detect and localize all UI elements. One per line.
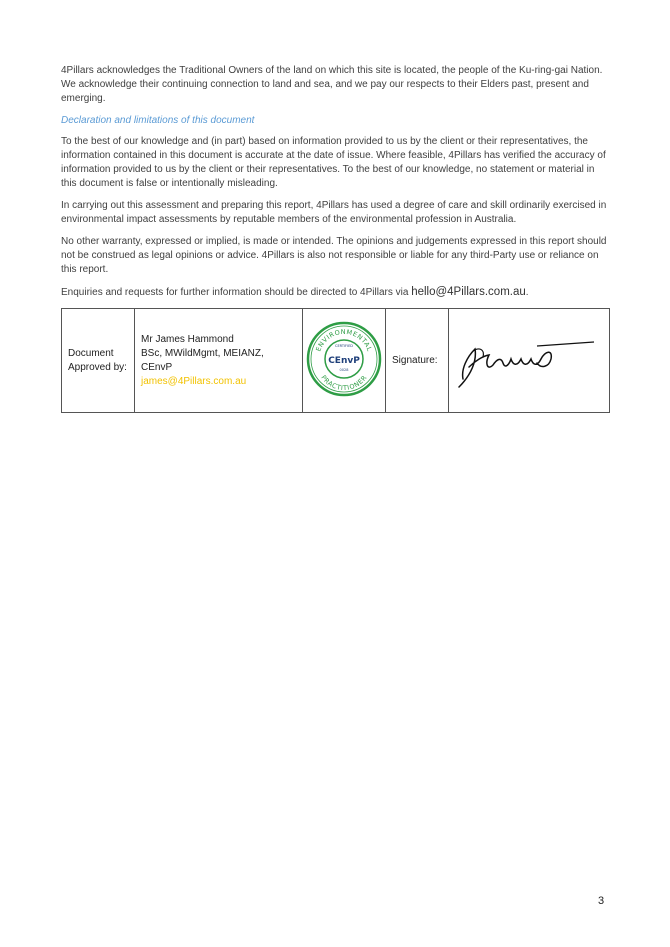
approved-by-label: Document Approved by: xyxy=(61,308,135,413)
enquiries-text: Enquiries and requests for further infor… xyxy=(61,287,412,298)
handwritten-signature xyxy=(458,341,595,388)
declaration-paragraph: To the best of our knowledge and (in par… xyxy=(61,136,606,189)
care-paragraph: In carrying out this assessment and prep… xyxy=(61,200,607,225)
enquiries-email-link[interactable]: hello@4Pillars.com.au xyxy=(411,286,526,298)
seal-ring-left: CERTIFIED xyxy=(335,344,353,348)
seal-number: 0028 xyxy=(340,368,349,372)
enquiries-paragraph: Enquiries and requests for further infor… xyxy=(61,285,610,300)
cenvp-seal-cell: ENVIRONMENTAL PRACTITIONER CERTIFIED CEn… xyxy=(302,308,386,413)
signature-cell xyxy=(448,308,610,413)
approver-email-link[interactable]: james@4Pillars.com.au xyxy=(141,375,247,387)
approver-details: Mr James Hammond BSc, MWildMgmt, MEIANZ,… xyxy=(134,308,303,413)
approver-credentials: BSc, MWildMgmt, MEIANZ, CEnvP xyxy=(141,347,264,373)
declaration-heading: Declaration and limitations of this docu… xyxy=(61,115,255,126)
seal-center: CEnvP xyxy=(328,356,360,366)
warranty-paragraph: No other warranty, expressed or implied,… xyxy=(61,236,607,275)
enquiries-suffix: . xyxy=(525,287,529,298)
document-body: 4Pillars acknowledges the Traditional Ow… xyxy=(61,64,610,308)
cenvp-seal-icon: ENVIRONMENTAL PRACTITIONER CERTIFIED CEn… xyxy=(306,321,382,397)
approver-name: Mr James Hammond xyxy=(141,333,234,345)
page-number: 3 xyxy=(598,895,605,907)
approval-table: Document Approved by: Mr James Hammond B… xyxy=(61,308,610,413)
acknowledgement-paragraph: 4Pillars acknowledges the Traditional Ow… xyxy=(61,65,603,104)
signature-label: Signature: xyxy=(385,308,449,413)
